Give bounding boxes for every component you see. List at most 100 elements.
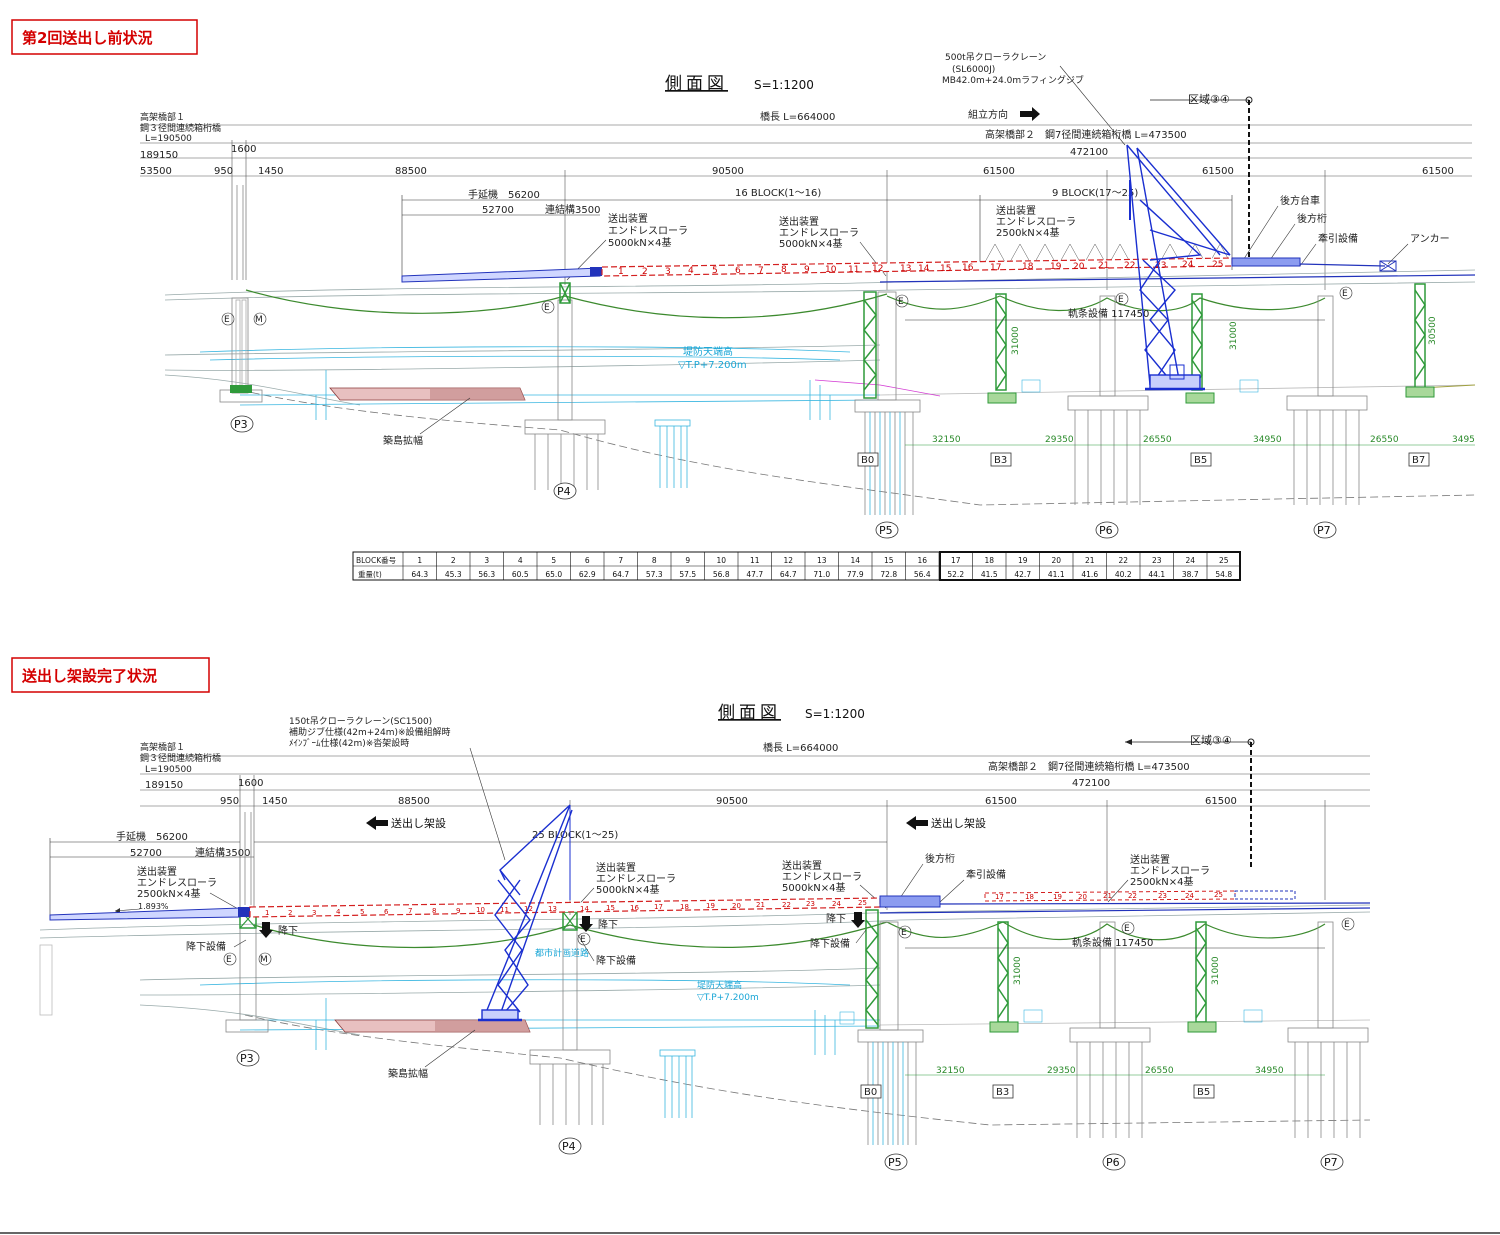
svg-text:13: 13 [900,264,911,274]
block-table-weight-cell: 56.8 [713,570,730,579]
diagram1-pusher3-l2: エンドレスローラ [996,216,1076,228]
diagram1-bay-4: 34950 [1253,435,1282,445]
svg-text:25: 25 [1212,260,1223,270]
svg-text:25: 25 [1214,891,1223,899]
svg-text:1: 1 [618,267,624,277]
diagram1-pier-p6 [1067,295,1149,505]
block-table-weight-cell: 56.3 [478,570,495,579]
diagram2-launch2: 送出し架設 [931,816,986,830]
block-table-number-cell: 9 [685,556,690,565]
diagram2-mark-6: E [1344,920,1350,930]
diagram1-rear-girder: 後方桁 [1297,212,1327,225]
block-table-number-cell: 7 [618,556,623,565]
svg-text:12: 12 [872,264,883,274]
block-table-weight-cell: 52.2 [947,570,964,579]
diagram1-pusher1-l3: 5000kN×4基 [608,236,671,249]
block-table-weight-cell: 57.3 [646,570,663,579]
svg-text:5: 5 [712,266,718,276]
diagram2-pusher3-l3: 5000kN×4基 [782,881,845,894]
svg-text:16: 16 [630,904,639,912]
svg-text:19: 19 [1053,893,1062,901]
block-table-number-cell: 11 [750,556,760,565]
diagram1-mark-1: E [224,315,230,325]
svg-text:3: 3 [665,267,671,277]
svg-text:7: 7 [408,907,412,915]
diagram2-sect1-line3: L=190500 [145,765,192,775]
diagram1-pier-label-p7: P7 [1317,524,1331,537]
diagram2-pusher2-l2: エンドレスローラ [596,873,676,885]
diagram1-bay-6: 3495 [1452,435,1475,445]
diagram2-bay-1: 32150 [936,1066,965,1076]
diagram1-mark-4: E [898,297,904,307]
diagram2-pusher4-l1: 送出装置 [1130,853,1170,866]
svg-text:21: 21 [756,901,765,909]
diagram1-rail: 軌条設備 117450 [1068,307,1149,320]
diagram1-mark-2: M [255,315,263,325]
diagram2-bearing-marks [223,917,1355,966]
block-table-weight-cell: 71.0 [813,570,830,579]
block-table-weight-cell: 77.9 [847,570,864,579]
diagram2-levee-l1: 堤防天端高 [697,979,742,991]
svg-text:17: 17 [995,893,1004,901]
diagram1-dim-61500c: 61500 [1422,166,1454,177]
block-table-weight-cell: 42.7 [1014,570,1031,579]
diagram2-cyan-piles [659,1049,696,1118]
diagram1-dim-90500: 90500 [712,166,744,177]
block-table-weight-cell: 62.9 [579,570,596,579]
block-weight-table: BLOCK番号 重量(t) 164.3245.3356.3460.5565.06… [352,551,1241,581]
diagram1-sect1-line2: 鋼３径間連続箱桁橋 [140,122,221,134]
diagram1-cyan-piles [654,419,691,488]
block-table-number-cell: 15 [884,556,894,565]
block-table-weight-cell: 40.2 [1115,570,1132,579]
block-table-header-weight: 重量(t) [358,570,382,579]
diagram1-crane-line1: 500t吊クローラクレーン [945,52,1046,63]
block-table-weight-cell: 41.1 [1048,570,1065,579]
block-table-number-cell: 23 [1152,556,1162,565]
diagram2-block25: 25 BLOCK(1～25) [532,830,618,841]
diagram2-dim-189150: 189150 [145,780,183,791]
diagram1-dim-189150: 189150 [140,150,178,161]
lowering-arrow-icon-1 [259,930,273,938]
svg-text:23: 23 [1155,261,1166,271]
launch-before-diagram: 第2回送出し前状況 側面図 S=1:1200 高架橋部１ 鋼３径間連続箱桁橋 L… [11,19,1476,539]
diagram2-road: 都市計画道路 [535,947,589,959]
svg-text:21: 21 [1103,892,1112,900]
diagram1-bay-1: 32150 [932,435,961,445]
diagram1-height-b: 31000 [1229,321,1239,350]
svg-text:3: 3 [312,909,316,917]
diagram2-connector: 連結構3500 [195,846,250,859]
block-table-number-cell: 8 [652,556,657,565]
diagram1-pusher2-l1: 送出装置 [779,215,819,228]
block-table-number-cell: 16 [917,556,927,565]
block-table-weight-cell: 64.7 [780,570,797,579]
diagram2-caption-box [11,657,210,693]
diagram2-bay-2: 29350 [1047,1066,1076,1076]
diagram1-bent-label-b0: B0 [861,455,874,466]
diagram1-dim-88500: 88500 [395,166,427,177]
diagram1-dim-472100: 472100 [1070,147,1108,158]
diagram1-mark-6: E [1342,289,1348,299]
block-table-weight-cell: 45.3 [445,570,462,579]
block-table-number-cell: 13 [817,556,827,565]
svg-text:16: 16 [962,263,974,273]
diagram2-pusher2-l3: 5000kN×4基 [596,883,659,896]
diagram2-pier-p6 [1069,921,1151,1138]
svg-text:7: 7 [758,266,764,276]
block-table-number-cell: 24 [1185,556,1195,565]
diagram2-pier-p7 [1287,921,1369,1138]
svg-text:8: 8 [432,907,436,915]
svg-text:13: 13 [548,905,557,913]
diagram2-pusher1-l2: エンドレスローラ [137,877,217,889]
lowering-arrow-icon-2 [579,924,593,932]
diagram2-sect1-line1: 高架橋部１ [140,741,185,753]
diagram2-island-label: 築島拡幅 [388,1067,428,1080]
diagram2-lower-eq-3: 降下設備 [810,937,850,950]
diagram1-dim-1600: 1600 [231,144,256,155]
svg-text:15: 15 [940,264,951,274]
diagram2-dim-472100: 472100 [1072,778,1110,789]
diagram2-mark-3: E [580,935,586,945]
block-table-weight-cell: 41.6 [1081,570,1098,579]
diagram1-pulling: 牽引設備 [1318,232,1358,245]
diagram2-pier-label-p7: P7 [1324,1156,1338,1169]
diagram1-anchor: アンカー [1410,233,1450,245]
